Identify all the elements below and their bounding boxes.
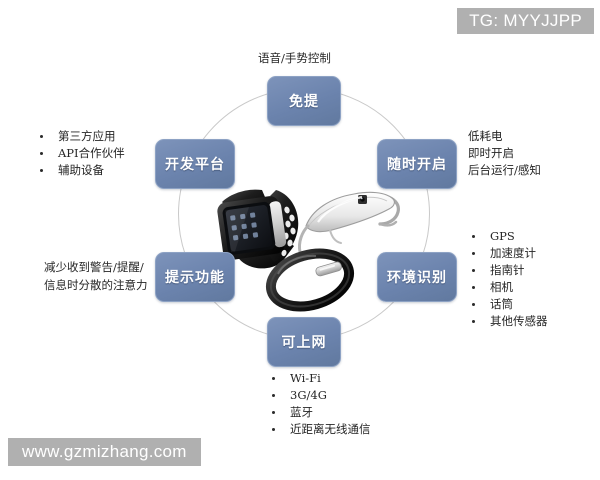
annotation-item: 话筒 [468,296,548,313]
node-dev-platform[interactable]: 开发平台 [155,139,235,189]
annotation-item: 近距离无线通信 [268,421,371,438]
node-hands-free[interactable]: 免提 [267,76,341,126]
annotation-always-on: 低耗电 即时开启 后台运行/感知 [468,128,541,179]
annotation-item: 第三方应用 [36,128,125,145]
annotation-context-awareness: GPS 加速度计 指南针 相机 话筒 其他传感器 [468,228,548,330]
annotation-item: 3G/4G [268,387,371,404]
annotation-list: 第三方应用 API合作伙伴 辅助设备 [36,128,125,179]
annotation-item: 蓝牙 [268,404,371,421]
annotation-list: Wi-Fi 3G/4G 蓝牙 近距离无线通信 [268,370,371,438]
annotation-notifications: 减少收到警告/提醒/信息时分散的注意力 [44,260,148,292]
annotation-item: 语音/手势控制 [258,51,331,65]
smart-glasses-icon [298,191,400,254]
annotation-item: 相机 [468,279,548,296]
node-label: 提示功能 [165,270,225,286]
annotation-item: 其他传感器 [468,313,548,330]
annotation-item: 后台运行/感知 [468,163,541,177]
node-label: 免提 [289,94,319,110]
annotation-item: 即时开启 [468,146,514,160]
fitness-band-icon [265,248,355,312]
devices-svg [217,189,400,312]
annotation-item: 辅助设备 [36,162,125,179]
watermark-top-right: TG: MYYJJPP [457,8,594,34]
annotation-list: GPS 加速度计 指南针 相机 话筒 其他传感器 [468,228,548,330]
annotation-item: API合作伙伴 [36,145,125,162]
node-label: 环境识别 [387,270,447,286]
node-label: 开发平台 [165,157,225,173]
annotation-item: 加速度计 [468,245,548,262]
annotation-item: Wi-Fi [268,370,371,387]
node-internet-access[interactable]: 可上网 [267,317,341,367]
annotation-hands-free: 语音/手势控制 [258,50,331,67]
node-label: 可上网 [281,335,327,351]
annotation-list: 语音/手势控制 [258,50,331,67]
annotation-list: 低耗电 即时开启 后台运行/感知 [468,128,541,179]
annotation-dev-platform: 第三方应用 API合作伙伴 辅助设备 [36,128,125,179]
wearable-devices-illustration [200,180,408,312]
smartwatch-icon [217,189,299,269]
node-label: 随时开启 [387,157,447,173]
node-always-on[interactable]: 随时开启 [377,139,457,189]
node-context-awareness[interactable]: 环境识别 [377,252,457,302]
annotation-item: GPS [468,228,548,245]
watermark-bottom-left: www.gzmizhang.com [8,438,201,466]
annotation-item: 指南针 [468,262,548,279]
node-notifications[interactable]: 提示功能 [155,252,235,302]
annotation-internet-access: Wi-Fi 3G/4G 蓝牙 近距离无线通信 [268,370,371,438]
annotation-item: 低耗电 [468,129,503,143]
